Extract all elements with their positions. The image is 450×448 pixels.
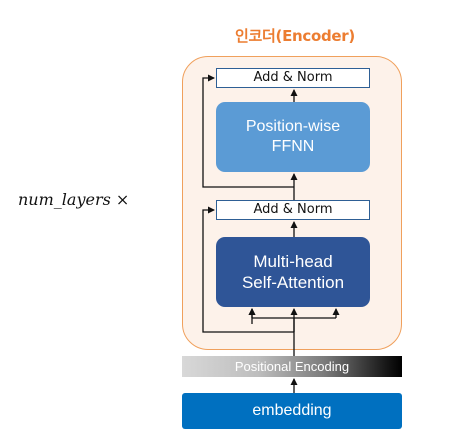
num-layers-label: num_layers ×	[18, 190, 130, 209]
mha-label-line2: Self-Attention	[241, 273, 345, 292]
ffnn-label-line1: Position-wise	[245, 118, 341, 135]
add-norm-bottom: Add & Norm	[216, 200, 370, 220]
mha-label-line1: Multi-head	[253, 252, 333, 271]
ffnn-label-line2: FFNN	[271, 138, 315, 155]
residual-path-ffnn	[202, 74, 294, 188]
ffnn-block: Position-wise FFNN	[216, 102, 370, 172]
add-norm-top: Add & Norm	[216, 68, 370, 88]
encoder-title: 인코더(Encoder)	[235, 27, 355, 45]
positional-encoding-bar: Positional Encoding	[182, 356, 402, 377]
multi-head-attention-block: Multi-head Self-Attention	[216, 237, 370, 307]
embedding-block: embedding	[182, 393, 402, 429]
residual-path-attention	[202, 206, 294, 333]
